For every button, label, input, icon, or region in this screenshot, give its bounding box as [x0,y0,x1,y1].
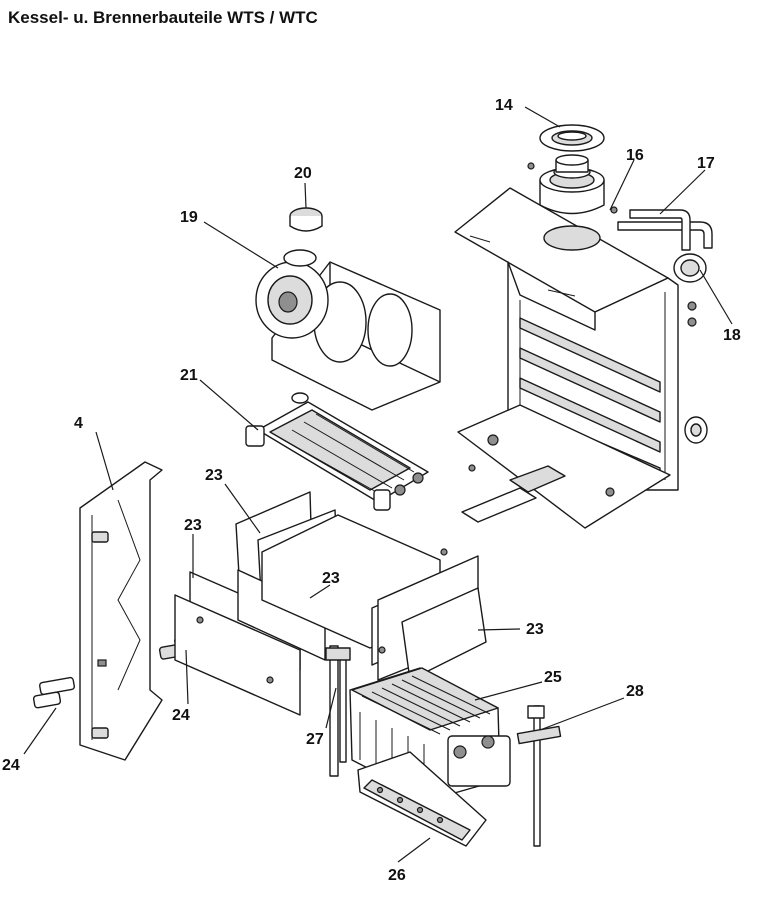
leader-lines [23,106,733,863]
part-number-labels: 14 16 17 18 19 20 21 4 23 23 23 23 24 24… [2,97,741,884]
part-18-sight-glass [673,253,708,444]
boiler-casing [454,187,679,529]
part-16-flue-connector [527,154,618,215]
label-23-a: 23 [205,467,223,484]
label-23-d: 23 [526,621,544,638]
label-14: 14 [495,97,513,114]
label-19: 19 [180,209,198,226]
label-21: 21 [180,367,198,384]
label-28: 28 [626,683,644,700]
label-16: 16 [626,147,644,164]
label-27: 27 [306,731,324,748]
label-24-a: 24 [2,757,20,774]
part-21-burner-manifold [245,392,429,511]
label-18: 18 [723,327,741,344]
part-14-flue-ring [539,124,605,152]
label-26: 26 [388,867,406,884]
part-26-gas-rail [357,751,487,847]
part-20-cap [289,207,323,232]
part-23-insulation-panels [174,491,487,716]
label-23-b: 23 [184,517,202,534]
label-17: 17 [697,155,715,172]
part-17-pipes [617,209,713,251]
page-title: Kessel- u. Brennerbauteile WTS / WTC [8,8,318,27]
part-27-ignition-electrode [325,645,351,777]
label-4: 4 [74,415,83,432]
label-24-b: 24 [172,707,190,724]
part-4-side-panel [79,461,163,761]
part-28-ionisation-electrode [516,705,562,847]
part-19-fan-unit [255,249,441,411]
label-23-c: 23 [322,570,340,587]
label-25: 25 [544,669,562,686]
label-20: 20 [294,165,312,182]
